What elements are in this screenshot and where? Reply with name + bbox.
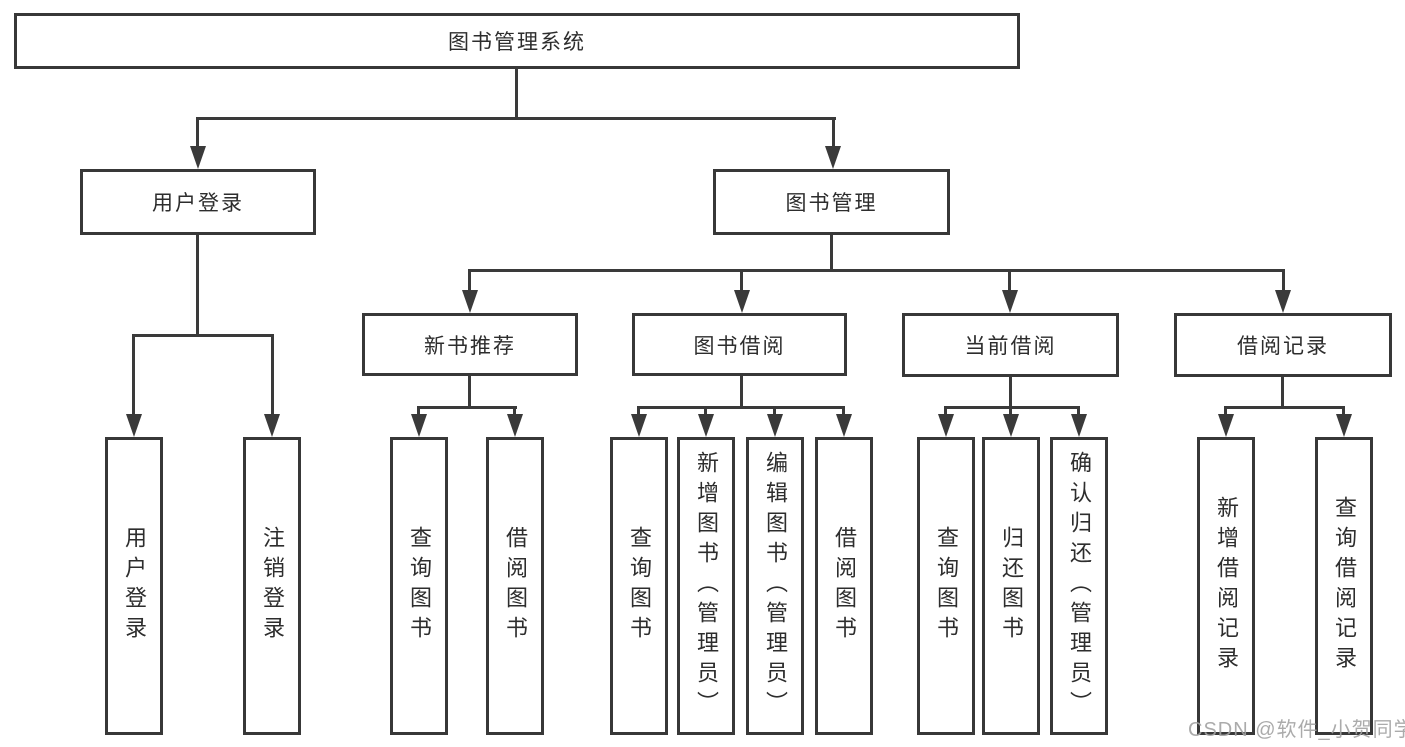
connector-line bbox=[1224, 406, 1227, 418]
arrow-down-icon bbox=[767, 414, 783, 437]
connector-line bbox=[417, 406, 420, 418]
node-new-book-recommend: 新书推荐 bbox=[362, 313, 578, 376]
arrow-down-icon bbox=[264, 414, 280, 437]
node-leaf-confirm-return-admin: 确认归还（管理员） bbox=[1050, 437, 1108, 735]
arrow-down-icon bbox=[1003, 414, 1019, 437]
node-leaf-add-books-admin: 新增图书（管理员） bbox=[677, 437, 735, 735]
connector-line bbox=[418, 406, 517, 409]
connector-line bbox=[944, 406, 1080, 409]
arrow-down-icon bbox=[507, 414, 523, 437]
arrow-down-icon bbox=[462, 290, 478, 313]
arrow-down-icon bbox=[126, 414, 142, 437]
connector-line bbox=[468, 269, 471, 294]
arrow-down-icon bbox=[836, 414, 852, 437]
node-borrow-records: 借阅记录 bbox=[1174, 313, 1392, 377]
connector-line bbox=[133, 334, 274, 337]
connector-line bbox=[271, 334, 274, 416]
connector-line bbox=[637, 406, 640, 418]
connector-line bbox=[1009, 377, 1012, 409]
connector-line bbox=[740, 375, 743, 409]
connector-line bbox=[132, 334, 135, 416]
connector-line bbox=[197, 117, 836, 120]
connector-line bbox=[830, 234, 833, 271]
node-user-login: 用户登录 bbox=[80, 169, 316, 235]
node-root-library-system: 图书管理系统 bbox=[14, 13, 1020, 69]
arrow-down-icon bbox=[411, 414, 427, 437]
node-leaf-borrow-books: 借阅图书 bbox=[815, 437, 873, 735]
arrow-down-icon bbox=[938, 414, 954, 437]
arrow-down-icon bbox=[631, 414, 647, 437]
connector-line bbox=[1342, 406, 1345, 418]
connector-line bbox=[740, 269, 743, 294]
node-leaf-query-books-recommend: 查询图书 bbox=[390, 437, 448, 735]
connector-line bbox=[1281, 377, 1284, 409]
arrow-down-icon bbox=[825, 146, 841, 169]
node-leaf-edit-books-admin: 编辑图书（管理员） bbox=[746, 437, 804, 735]
connector-line bbox=[773, 406, 776, 418]
connector-line bbox=[468, 376, 471, 409]
node-book-management: 图书管理 bbox=[713, 169, 950, 235]
connector-line bbox=[944, 406, 947, 418]
node-leaf-logout: 注销登录 bbox=[243, 437, 301, 735]
node-current-borrow: 当前借阅 bbox=[902, 313, 1119, 377]
connector-line bbox=[1008, 269, 1011, 294]
connector-line bbox=[637, 406, 845, 409]
arrow-down-icon bbox=[1071, 414, 1087, 437]
node-leaf-borrow-books-recommend: 借阅图书 bbox=[486, 437, 544, 735]
node-book-borrow: 图书借阅 bbox=[632, 313, 847, 376]
connector-line bbox=[1224, 406, 1345, 409]
connector-line bbox=[1009, 406, 1012, 418]
connector-line bbox=[469, 269, 1285, 272]
node-leaf-query-borrow-record: 查询借阅记录 bbox=[1315, 437, 1373, 735]
node-leaf-query-books-borrow: 查询图书 bbox=[610, 437, 668, 735]
connector-line bbox=[832, 117, 835, 150]
arrow-down-icon bbox=[1336, 414, 1352, 437]
arrow-down-icon bbox=[1275, 290, 1291, 313]
arrow-down-icon bbox=[1002, 290, 1018, 313]
connector-line bbox=[704, 406, 707, 418]
connector-line bbox=[196, 234, 199, 336]
connector-line bbox=[1077, 406, 1080, 418]
arrow-down-icon bbox=[698, 414, 714, 437]
arrow-down-icon bbox=[190, 146, 206, 169]
connector-line bbox=[196, 117, 199, 150]
node-leaf-user-login: 用户登录 bbox=[105, 437, 163, 735]
connector-line bbox=[1282, 269, 1285, 294]
arrow-down-icon bbox=[734, 290, 750, 313]
connector-line bbox=[515, 68, 518, 118]
csdn-watermark: CSDN @软件_小贺同学 bbox=[1188, 719, 1405, 741]
connector-line bbox=[842, 406, 845, 418]
arrow-down-icon bbox=[1218, 414, 1234, 437]
node-leaf-query-books-current: 查询图书 bbox=[917, 437, 975, 735]
node-leaf-add-borrow-record: 新增借阅记录 bbox=[1197, 437, 1255, 735]
node-leaf-return-books: 归还图书 bbox=[982, 437, 1040, 735]
connector-line bbox=[513, 406, 516, 418]
